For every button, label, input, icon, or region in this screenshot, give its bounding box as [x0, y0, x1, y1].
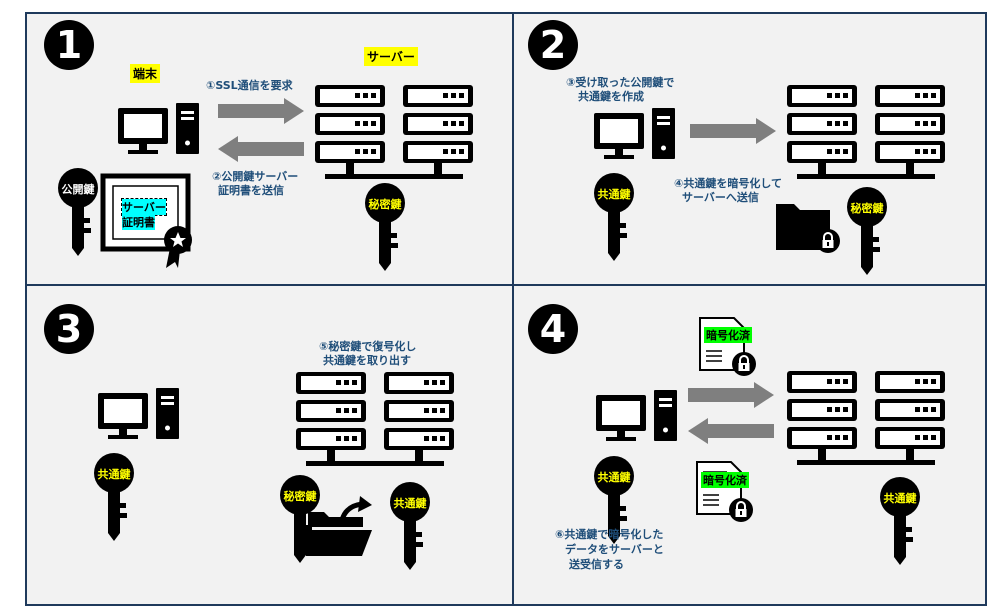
secret-key-label: 秘密鍵 [368, 198, 402, 211]
certificate-label-line-1: サーバー [121, 198, 167, 216]
common-key-label: 共通鍵 [597, 471, 631, 484]
common-key-label: 共通鍵 [883, 492, 917, 505]
public-key-label: 公開鍵 [61, 183, 95, 196]
step-6-caption-line-2: データをサーバーと [565, 543, 664, 556]
terminal-computer-icon [118, 103, 199, 154]
server-label: サーバー [364, 47, 418, 66]
step-1-caption: ①SSL通信を要求 [206, 79, 293, 92]
step-6-caption-line-3: 送受信する [569, 558, 624, 571]
common-key-label: 共通鍵 [597, 188, 631, 201]
certificate-label-line-2: 証明書 [122, 214, 155, 230]
encrypted-label: 暗号化済 [701, 472, 749, 488]
step-2-caption-line-2: 証明書を送信 [218, 184, 284, 197]
step-5-caption-line-1: ⑤秘密鍵で復号化し [319, 340, 417, 353]
secret-key-label: 秘密鍵 [850, 202, 884, 215]
arrow-left-icon [688, 418, 774, 444]
step-3-caption-line-1: ③受け取った公開鍵で [566, 76, 675, 89]
panel-4-number: 4 [528, 304, 578, 354]
server-rack-icon [315, 85, 473, 179]
panel-3 [94, 372, 454, 570]
terminal-computer-icon [594, 108, 675, 159]
step-5-caption-line-2: 共通鍵を取り出す [323, 354, 411, 367]
step-6-caption-line-1: ⑥共通鍵で暗号化した [555, 528, 664, 541]
server-rack-icon [787, 85, 945, 179]
panel-3-number: 3 [44, 304, 94, 354]
terminal-computer-icon [596, 390, 677, 441]
arrow-left-icon [218, 136, 304, 162]
vertical-divider [512, 12, 514, 606]
step-4-caption-line-1: ④共通鍵を暗号化して [674, 177, 782, 190]
terminal-computer-icon [98, 388, 179, 439]
arrow-right-icon [218, 98, 304, 124]
encrypted-label: 暗号化済 [704, 327, 752, 343]
open-folder-icon [306, 496, 372, 556]
panel-1-number: 1 [44, 20, 94, 70]
terminal-label: 端末 [130, 64, 161, 83]
horizontal-divider [25, 284, 987, 286]
encrypted-document-icon [696, 461, 754, 523]
arrow-right-icon [688, 382, 774, 408]
common-key-label: 共通鍵 [393, 497, 427, 510]
step-3-caption-line-2: 共通鍵を作成 [578, 90, 644, 103]
arrow-right-icon [690, 118, 776, 144]
step-4-caption-line-2: サーバーへ送信 [682, 191, 759, 204]
server-rack-icon [787, 371, 945, 465]
secret-key-label: 秘密鍵 [283, 490, 317, 503]
common-key-label: 共通鍵 [97, 468, 131, 481]
panel-2-number: 2 [528, 20, 578, 70]
panel-2 [594, 85, 945, 275]
server-rack-icon [296, 372, 454, 466]
locked-folder-icon [776, 204, 841, 254]
step-2-caption-line-1: ②公開鍵サーバー [212, 170, 299, 183]
